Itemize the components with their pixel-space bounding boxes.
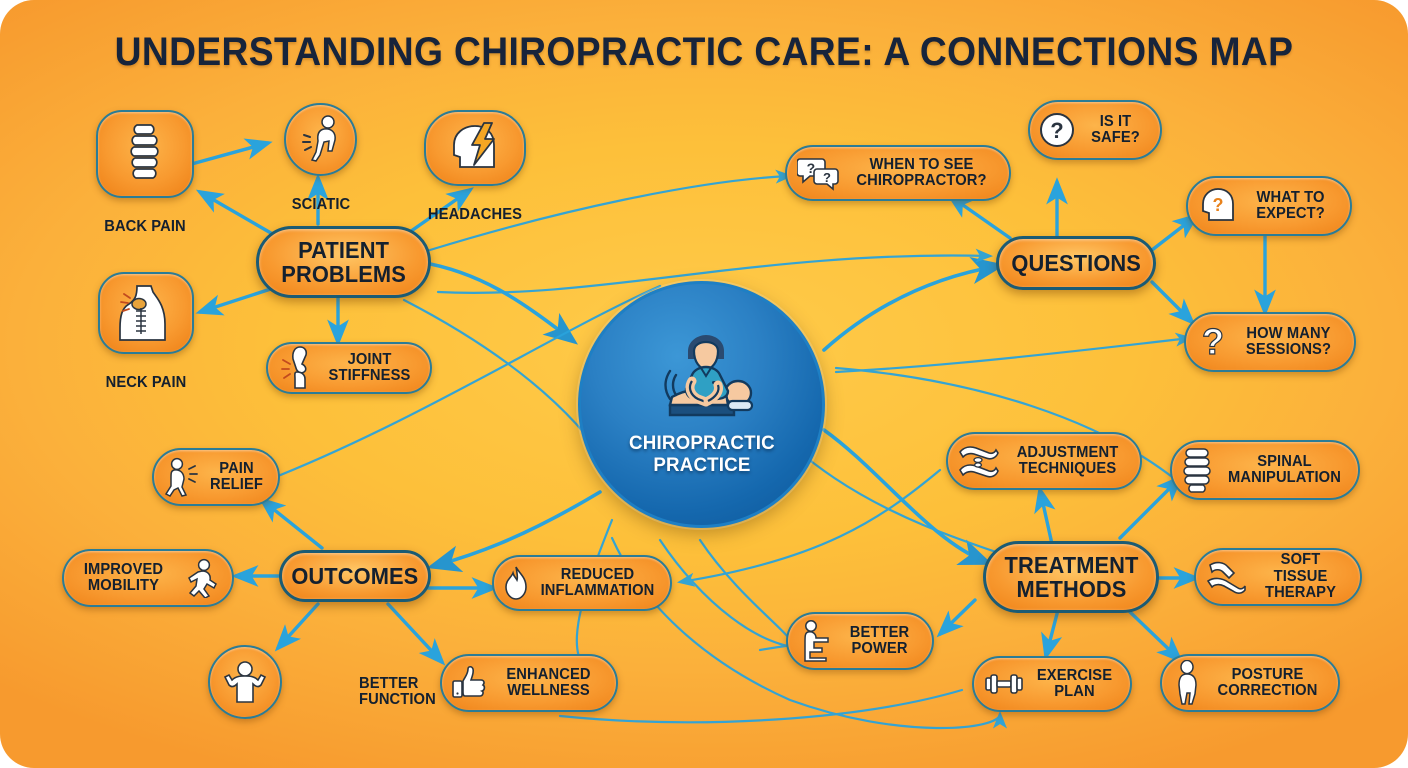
running-person-icon [182,558,220,598]
node-sciatic-label: SCIATIC [291,195,350,213]
center-label-line2: PRACTICE [652,453,751,476]
link-center-betterpower [698,538,807,646]
node-pain-relief-label: PAIN RELIEF [210,459,263,493]
node-back-pain[interactable]: BACK PAIN [96,110,194,234]
page-title: UNDERSTANDING CHIROPRACTIC CARE: A CONNE… [114,30,1294,74]
link-outcomes-function [274,602,320,652]
node-reduced-inflammation-label: REDUCED INFLAMMATION [540,565,655,599]
link-questions-whentosee [946,193,1012,240]
link-treatment-posture [1128,610,1184,664]
link-treatment-betterpower [936,598,977,638]
node-is-it-safe[interactable]: ? IS IT SAFE? [1028,100,1162,160]
person-back-pain-icon [298,114,344,165]
node-when-to-see-chiropractor-label: WHEN TO SEE CHIROPRACTOR? [856,155,987,189]
node-back-pain-label: BACK PAIN [104,217,186,235]
link-outcomes-painrelief [258,497,324,550]
node-exercise-plan[interactable]: EXERCISE PLAN [972,656,1132,712]
massage-hands-icon [1204,559,1246,595]
flame-icon [502,565,530,601]
node-soft-tissue-therapy-label: SOFT TISSUE THERAPY [1264,551,1337,602]
head-lightning-icon [444,121,506,175]
node-better-function-label: BETTER FUNCTION [359,674,436,709]
link-outcomes-wellness [386,602,446,666]
head-question-icon: ? [1196,186,1236,226]
node-joint-stiffness-label: JOINT STIFFNESS [328,350,411,384]
node-enhanced-wellness-label: ENHANCED WELLNESS [506,665,591,699]
node-headaches-label: HEADACHES [427,205,523,223]
node-pain-relief[interactable]: PAIN RELIEF [152,448,280,506]
link-problems-center [418,260,578,345]
node-what-to-expect[interactable]: ? WHAT TO EXPECT? [1186,176,1352,236]
hands-adjusting-icon [956,442,1000,480]
node-posture-correction-label: POSTURE CORRECTION [1217,665,1318,699]
node-adjustment-techniques-label: ADJUSTMENT TECHNIQUES [1016,443,1119,477]
hub-outcomes-label: OUTCOMES [291,562,419,589]
hub-questions-label: QUESTIONS [1011,249,1141,276]
kneeling-person-icon [798,620,832,662]
node-improved-mobility[interactable]: IMPROVED MOBILITY [62,549,234,607]
hub-treatment-methods-label: TREATMENT METHODS [1004,551,1138,602]
node-sciatic[interactable]: SCIATIC [284,103,357,212]
node-posture-correction[interactable]: POSTURE CORRECTION [1160,654,1340,712]
standing-posture-icon [1172,660,1202,706]
node-neck-pain-label: NECK PAIN [105,373,187,391]
dumbbell-icon [984,671,1024,697]
node-improved-mobility-label: IMPROVED MOBILITY [83,560,164,594]
link-backpain-sciatic [186,138,273,167]
node-when-to-see-chiropractor[interactable]: ? ? WHEN TO SEE CHIROPRACTOR? [785,145,1011,201]
link-treatment-adjust [1034,485,1056,546]
link-center-sessions [834,332,1194,374]
spine-vertebrae-icon [125,121,165,187]
center-label-line1: CHIROPRACTIC [628,431,775,454]
node-better-power-label: BETTER POWER [849,623,910,657]
node-headaches[interactable]: HEADACHES [424,110,526,222]
svg-text:?: ? [1050,118,1064,143]
node-what-to-expect-label: WHAT TO EXPECT? [1256,188,1325,222]
node-reduced-inflammation[interactable]: REDUCED INFLAMMATION [492,555,672,611]
node-better-function[interactable]: BETTER FUNCTION [208,645,436,719]
node-enhanced-wellness[interactable]: ENHANCED WELLNESS [440,654,618,712]
hub-patient-problems[interactable]: PATIENT PROBLEMS [256,226,431,298]
node-soft-tissue-therapy[interactable]: SOFT TISSUE THERAPY [1194,548,1362,606]
neck-spine-icon [117,284,175,342]
question-circle-icon: ? [1038,111,1076,149]
node-spinal-manipulation-label: SPINAL MANIPULATION [1228,452,1341,486]
node-exercise-plan-label: EXERCISE PLAN [1036,666,1113,700]
center-node-label: CHIROPRACTIC PRACTICE [628,431,775,477]
two-speech-bubbles-question-icon: ? ? [797,155,839,191]
node-spinal-manipulation[interactable]: SPINAL MANIPULATION [1170,440,1360,500]
hub-questions[interactable]: QUESTIONS [996,236,1156,290]
chiropractor-adjusting-patient-icon [642,329,762,425]
link-treatment-exercise [1041,608,1063,661]
node-how-many-sessions-label: HOW MANY SESSIONS? [1245,324,1332,358]
node-joint-stiffness[interactable]: JOINT STIFFNESS [266,342,432,394]
hub-patient-problems-label: PATIENT PROBLEMS [281,236,406,287]
svg-text:?: ? [1212,195,1223,215]
strong-person-icon [220,660,270,704]
svg-text:?: ? [1202,322,1224,362]
center-node-chiropractic-practice[interactable]: CHIROPRACTIC PRACTICE [578,281,825,528]
node-neck-pain[interactable]: NECK PAIN [98,272,194,390]
knee-joint-icon [280,346,314,390]
hub-treatment-methods[interactable]: TREATMENT METHODS [983,541,1159,613]
question-mark-icon: ? [1198,322,1228,362]
link-exercise-bottomsweep [558,688,964,724]
link-center-questions [822,257,1006,352]
thumbs-up-icon [450,665,486,701]
svg-text:?: ? [807,160,816,176]
hub-outcomes[interactable]: OUTCOMES [279,550,431,602]
spine-icon [1182,446,1216,494]
svg-text:?: ? [823,170,831,185]
node-adjustment-techniques[interactable]: ADJUSTMENT TECHNIQUES [946,432,1142,490]
node-how-many-sessions[interactable]: ? HOW MANY SESSIONS? [1184,312,1356,372]
node-better-power[interactable]: BETTER POWER [786,612,934,670]
walking-person-relief-icon [160,457,200,497]
node-is-it-safe-label: IS IT SAFE? [1091,112,1140,146]
